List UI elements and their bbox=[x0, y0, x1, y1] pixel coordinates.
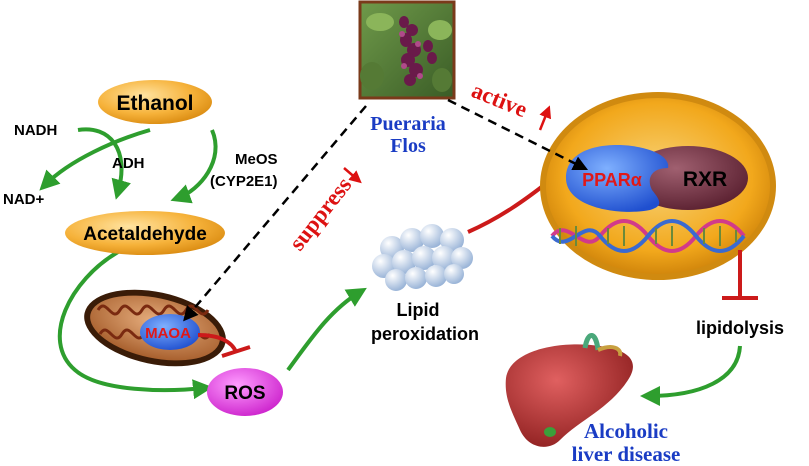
suppress-label: suppress bbox=[284, 172, 356, 255]
ros-label: ROS bbox=[224, 383, 265, 404]
node-ethanol: Ethanol bbox=[98, 80, 212, 124]
herb-to-ppara-dashed-arrow bbox=[447, 98, 589, 171]
nadh-label: NADH bbox=[14, 122, 57, 139]
pueraria-flos-photo bbox=[358, 0, 456, 100]
arrow-lipidolysis-liver bbox=[640, 345, 742, 406]
nad-plus-label: NAD+ bbox=[3, 191, 44, 208]
suppress-down-arrow-icon bbox=[343, 167, 362, 184]
lipidolysis-label: lipidolysis bbox=[696, 318, 784, 338]
pueraria-label: Pueraria bbox=[370, 113, 446, 135]
herb-to-maoa-dashed-arrow bbox=[183, 105, 367, 322]
arrow-ros-lipid bbox=[286, 287, 367, 372]
node-maoa: MAOA bbox=[140, 314, 200, 350]
arrow-meos bbox=[170, 129, 218, 204]
lipid-droplets-icon bbox=[372, 224, 473, 291]
ethanol-label: Ethanol bbox=[117, 92, 194, 115]
node-ros: ROS bbox=[207, 368, 283, 416]
maoa-inhibit-line bbox=[197, 333, 238, 353]
node-acetaldehyde: Acetaldehyde bbox=[65, 211, 225, 255]
cyp2e1-label: (CYP2E1) bbox=[210, 173, 278, 190]
rxr-label: RXR bbox=[683, 168, 727, 191]
adh-label: ADH bbox=[112, 155, 145, 172]
lipid-inhibit-line bbox=[467, 180, 550, 234]
active-up-arrow-icon bbox=[538, 105, 552, 131]
ppara-label: PPARα bbox=[582, 170, 642, 190]
flos-label: Flos bbox=[390, 135, 426, 157]
node-ppara: PPARα bbox=[566, 145, 669, 212]
acetaldehyde-label: Acetaldehyde bbox=[83, 224, 207, 245]
meos-label: MeOS bbox=[235, 151, 278, 168]
peroxidation-label: peroxidation bbox=[371, 324, 479, 344]
arrow-acetaldehyde-ros bbox=[57, 250, 213, 400]
arrow-nad-plus bbox=[39, 128, 151, 191]
maoa-label: MAOA bbox=[145, 325, 191, 342]
liver-disease-label: liver disease bbox=[572, 442, 681, 466]
maoa-inhibit-bar bbox=[221, 345, 251, 358]
dna-helix-icon bbox=[550, 219, 746, 253]
alcoholic-label: Alcoholic bbox=[584, 419, 668, 443]
lipid-label: Lipid bbox=[397, 300, 440, 320]
liver-icon bbox=[505, 333, 633, 447]
